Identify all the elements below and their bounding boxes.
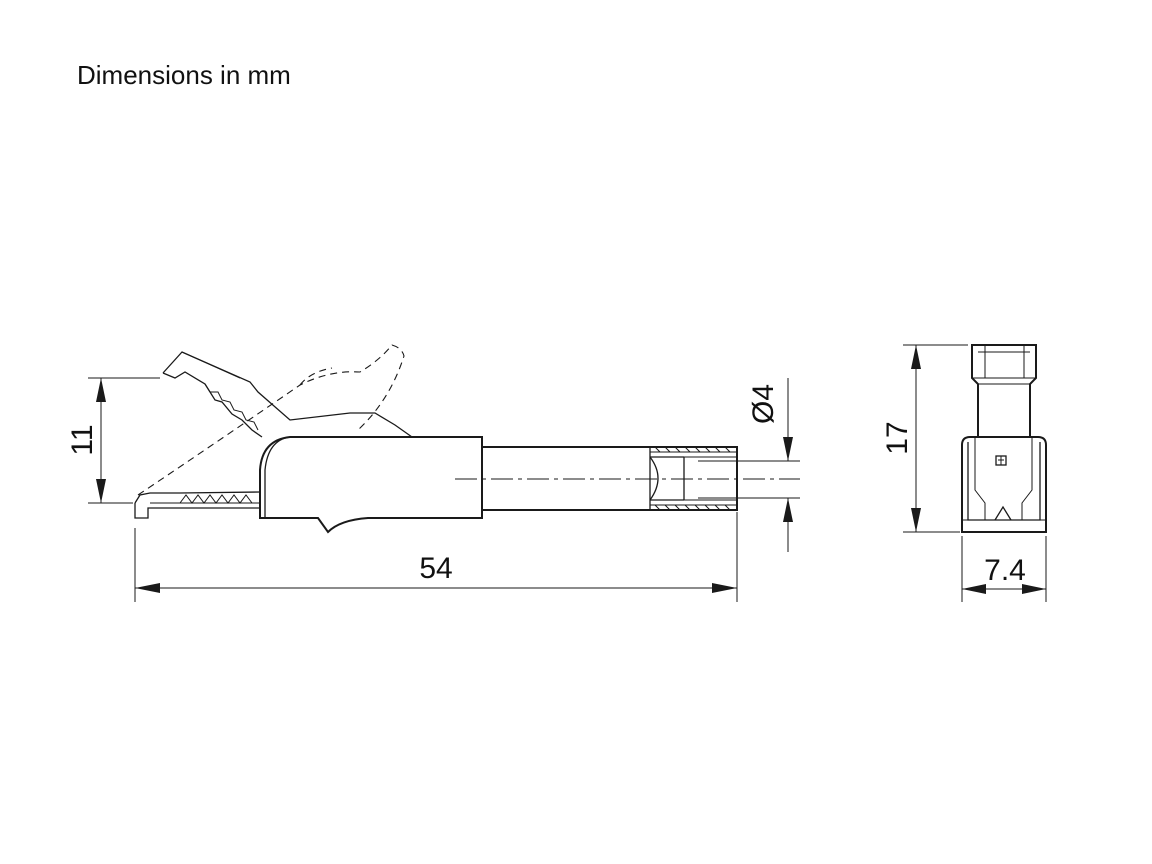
upper-jaw	[162, 351, 413, 438]
dim-diameter: Ø4	[698, 378, 800, 552]
clip-front-view	[961, 344, 1047, 533]
dimensions-caption: Dimensions in mm	[77, 60, 291, 90]
front-body	[961, 436, 1047, 533]
dim-height: 11	[66, 377, 160, 504]
front-lever	[971, 344, 1037, 438]
lower-jaw	[134, 491, 261, 504]
dim-width-label: 7.4	[984, 554, 1026, 587]
clip-side-view	[134, 344, 800, 534]
dim-diameter-label: Ø4	[747, 384, 780, 424]
open-jaw-phantom	[137, 344, 405, 496]
dim-total-height-label: 17	[881, 421, 914, 454]
clip-body	[259, 436, 483, 534]
dim-length: 54	[134, 512, 738, 602]
dim-width: 7.4	[961, 536, 1047, 602]
dim-total-height: 17	[881, 344, 968, 533]
dim-length-label: 54	[419, 552, 452, 585]
dim-height-label: 11	[66, 424, 99, 455]
